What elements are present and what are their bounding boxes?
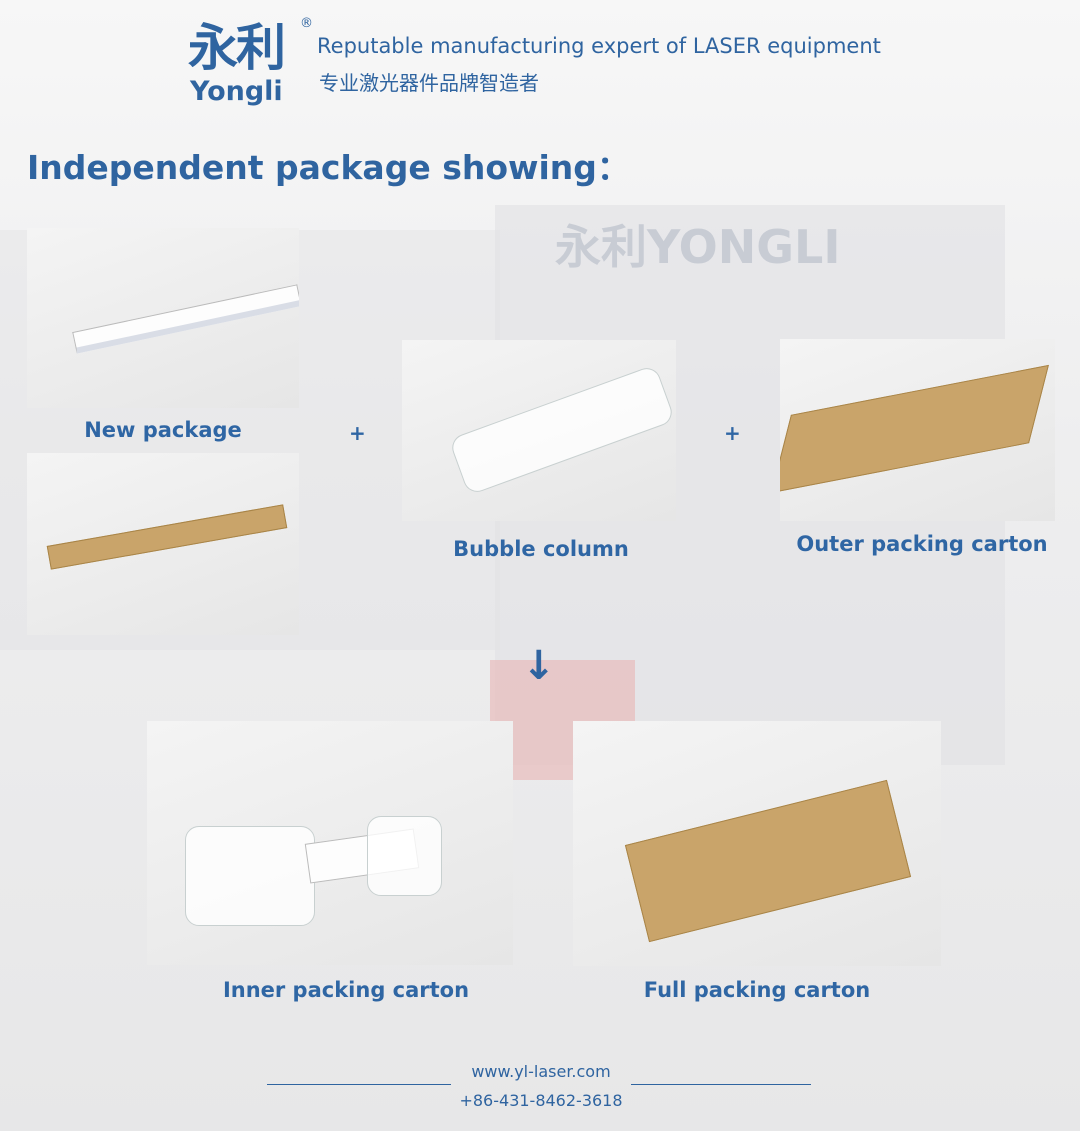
phone-number: +86-431-8462-3618 (459, 1091, 623, 1110)
full-carton-photo (573, 721, 941, 966)
outer-carton-label: Outer packing carton (796, 532, 1048, 556)
inner-carton-label: Inner packing carton (222, 978, 470, 1002)
footer-divider-right (631, 1084, 811, 1085)
outer-carton-photo (780, 339, 1055, 521)
bubble-column-photo (402, 340, 676, 521)
plus-sign: + (724, 421, 741, 445)
carton-image (46, 504, 288, 570)
bubble-column-label: Bubble column (453, 537, 629, 561)
tagline-cn: 专业激光器件品牌智造者 (319, 71, 539, 95)
tagline-en: Reputable manufacturing expert of LASER … (317, 34, 881, 58)
logo-en: Yongli (190, 76, 283, 107)
registered-mark: ® (300, 16, 313, 31)
footer-divider-left (267, 1084, 451, 1085)
bubble-image (448, 364, 676, 496)
logo: 永利 Yongli ® (188, 16, 313, 107)
logo-cn: 永利 (188, 19, 286, 77)
full-carton-label: Full packing carton (643, 978, 871, 1002)
arrow-down-icon: ↓ (522, 643, 556, 689)
white-box-image (72, 284, 299, 354)
website-link[interactable]: www.yl-laser.com (471, 1062, 611, 1081)
plus-sign: + (349, 421, 366, 445)
page-title: Independent package showing： (27, 148, 630, 187)
new-package-photo-carton (27, 453, 299, 635)
new-package-photo-white (27, 228, 299, 408)
flat-carton-image (780, 364, 1049, 494)
carton-image (624, 779, 912, 943)
new-package-label: New package (84, 418, 242, 442)
inner-carton-photo (147, 721, 513, 965)
building-sign: 永利YONGLI (555, 220, 841, 274)
bubble-wrap-image (185, 826, 315, 926)
bubble-wrap-image (367, 816, 442, 896)
